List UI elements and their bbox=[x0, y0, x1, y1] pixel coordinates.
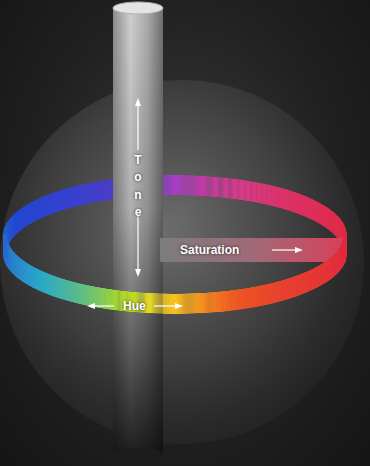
tone-arrow-down bbox=[137, 214, 138, 270]
cylinder-top bbox=[113, 2, 163, 14]
hue-ring-layer bbox=[3, 194, 347, 314]
arrow-head bbox=[295, 247, 303, 253]
hue-arrow-left bbox=[94, 305, 114, 306]
saturation-arrow bbox=[272, 249, 296, 250]
cylinder-shade bbox=[113, 8, 163, 454]
hue-label: Hue bbox=[123, 299, 146, 313]
saturation-label: Saturation bbox=[180, 243, 239, 257]
sphere-body bbox=[0, 80, 364, 444]
cylinder-bottom bbox=[113, 448, 163, 460]
arrow-head bbox=[175, 303, 183, 309]
tone-label: Tone bbox=[132, 152, 144, 222]
arrow-head bbox=[135, 98, 141, 106]
hue-arrow-right bbox=[154, 305, 176, 306]
arrow-head bbox=[135, 269, 141, 277]
tone-arrow-up bbox=[137, 104, 138, 150]
cylinder-body bbox=[113, 8, 163, 454]
arrow-head bbox=[87, 303, 95, 309]
